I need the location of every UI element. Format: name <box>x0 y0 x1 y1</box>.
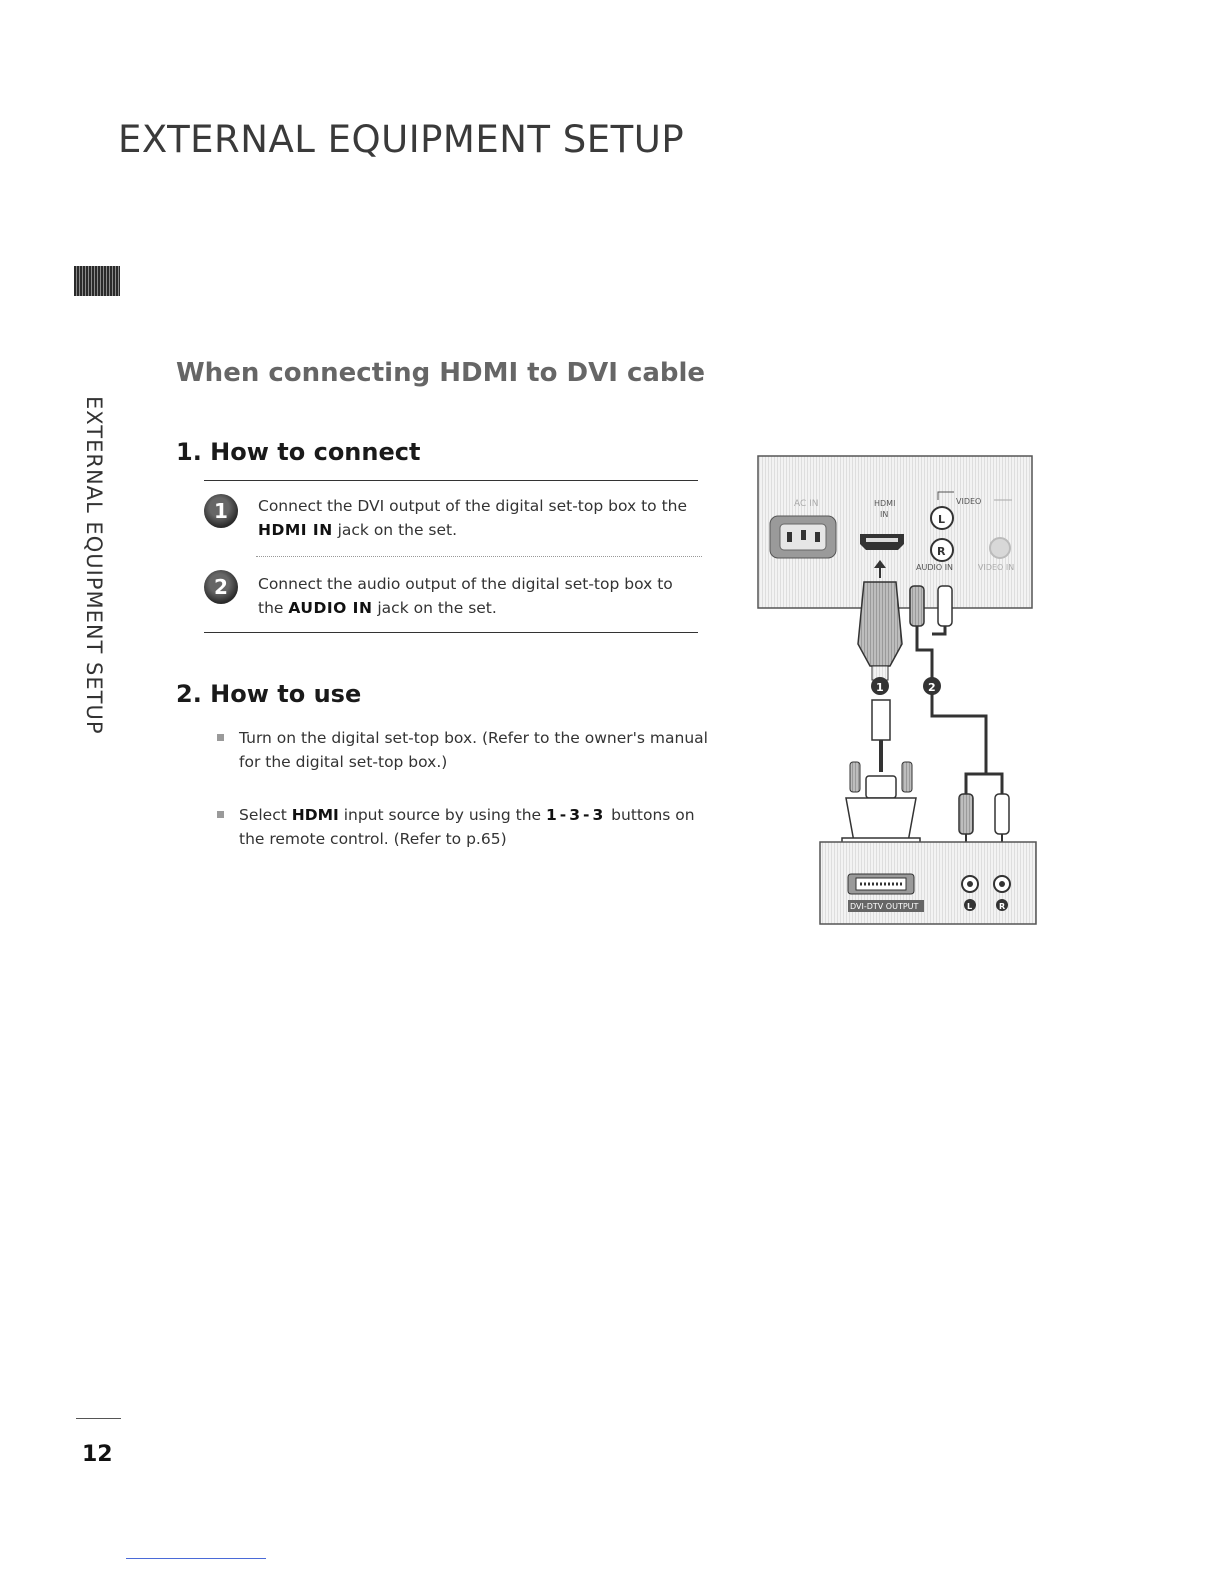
cable-2-badge: 2 <box>923 677 941 695</box>
hdmi-label-line1: HDMI <box>874 499 895 508</box>
audio-in-label: AUDIO IN <box>916 563 953 572</box>
use-item-1: Turn on the digital set-top box. (Refer … <box>239 729 708 771</box>
section-title: When connecting HDMI to DVI cable <box>176 358 706 388</box>
audio-cable <box>909 585 1010 872</box>
how-to-use-title: 2. How to use <box>176 680 362 708</box>
page-title: EXTERNAL EQUIPMENT SETUP <box>118 118 685 161</box>
power-socket-icon <box>769 515 837 559</box>
footer-rule <box>76 1418 121 1419</box>
box-jack-l-label: L <box>967 902 972 911</box>
up-arrow-icon <box>874 560 886 568</box>
svg-text:L: L <box>938 513 945 526</box>
video-in-label: VIDEO IN <box>978 563 1014 572</box>
set-top-box-panel: DVI-DTV OUTPUT L R <box>819 841 1037 925</box>
connection-diagram: AC IN HDMI IN VIDEO L R AUDIO IN VIDEO I… <box>757 455 1037 925</box>
use-item-2: Select HDMI input source by using the 1-… <box>239 806 695 848</box>
cable-1-badge: 1 <box>871 677 889 695</box>
svg-text:1: 1 <box>876 681 884 694</box>
video-jack-icon <box>989 537 1011 559</box>
box-jack-r-label: R <box>999 902 1005 911</box>
audio-jack-r-icon: R <box>930 538 954 562</box>
step-2-badge: 2 <box>204 570 238 604</box>
svg-text:2: 2 <box>928 681 936 694</box>
hdmi-port-icon <box>860 534 904 550</box>
svg-text:R: R <box>937 545 946 558</box>
side-tab-label: EXTERNAL EQUIPMENT SETUP <box>82 396 106 735</box>
side-tab-marker <box>74 266 120 296</box>
ac-in-label: AC IN <box>794 499 819 509</box>
step-2-text: Connect the audio output of the digital … <box>258 575 673 617</box>
how-to-connect-title: 1. How to connect <box>176 438 421 466</box>
divider-top <box>204 480 698 481</box>
hdmi-label-line2: IN <box>880 510 888 519</box>
audio-jack-l-icon: L <box>930 506 954 530</box>
step-1-bold: HDMI IN <box>258 521 333 539</box>
page-number: 12 <box>82 1442 113 1467</box>
hdmi-dvi-cable <box>841 581 921 872</box>
dvi-port-icon <box>847 873 915 895</box>
use-bullet-1 <box>217 734 224 741</box>
step-1-badge: 1 <box>204 494 238 528</box>
bottom-link-line <box>126 1558 266 1559</box>
divider-bottom <box>204 632 698 633</box>
dvi-output-label: DVI-DTV OUTPUT <box>850 902 919 911</box>
step-divider <box>256 556 702 557</box>
step-2-bold: AUDIO IN <box>288 599 373 617</box>
video-label: VIDEO <box>956 497 981 506</box>
use-bullet-2 <box>217 811 224 818</box>
step-1-text: Connect the DVI output of the digital se… <box>258 497 688 539</box>
